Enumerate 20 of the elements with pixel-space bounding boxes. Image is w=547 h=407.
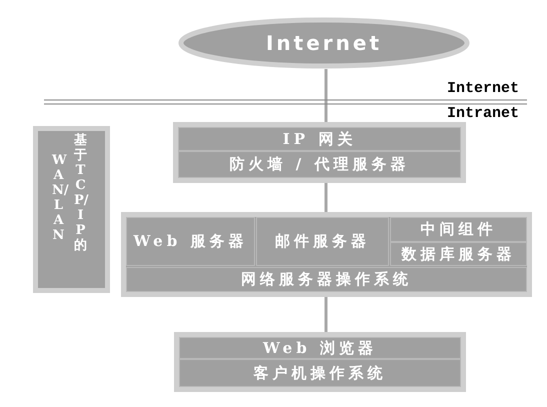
layer-box: 数据库服务器: [390, 242, 527, 266]
layer-box: 网络服务器操作系统: [126, 267, 527, 292]
group-box: [174, 332, 466, 392]
cloud-ellipse: Internet: [178, 17, 470, 69]
layer-box: 邮件服务器: [256, 217, 389, 266]
zone-label: Internet: [447, 80, 520, 97]
group-box: [173, 122, 466, 183]
connector-line: [324, 69, 328, 122]
vertical-label: 基于TCP/IP的: [74, 133, 87, 253]
zone-label: Intranet: [447, 105, 520, 122]
group-box: [121, 212, 532, 297]
connector-line: [324, 183, 328, 212]
layer-box: Web 浏览器: [179, 337, 461, 359]
layer-box: Web 服务器: [126, 217, 255, 266]
layer-box: 客户机操作系统: [179, 359, 461, 387]
layer-box: 防火墙 / 代理服务器: [178, 151, 461, 178]
layer-box: IP 网关: [178, 127, 461, 151]
connector-line: [324, 297, 328, 332]
network-bar: [33, 126, 110, 293]
layer-box: 中间组件: [390, 217, 527, 242]
